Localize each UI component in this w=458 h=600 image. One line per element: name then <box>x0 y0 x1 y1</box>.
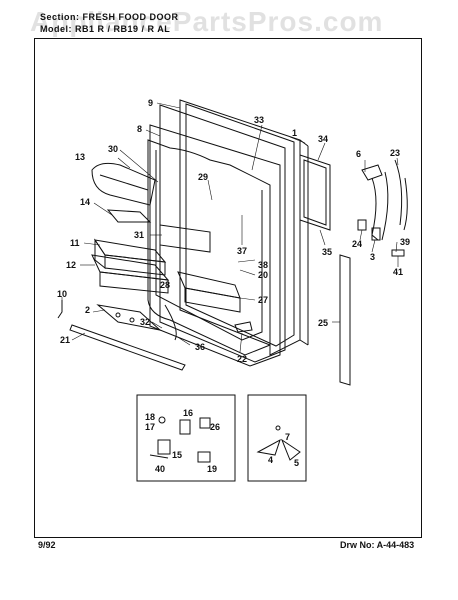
callout-23: 23 <box>390 148 400 158</box>
door-trim-strip <box>339 254 351 386</box>
callout-18: 18 <box>145 412 155 422</box>
callout-14: 14 <box>80 197 90 207</box>
callout-26: 26 <box>210 422 220 432</box>
callout-15: 15 <box>172 450 182 460</box>
bottom-trim-strip <box>69 324 186 371</box>
callout-10: 10 <box>57 289 67 299</box>
small-fasteners <box>57 300 253 341</box>
callout-11: 11 <box>70 238 80 248</box>
callout-labels: 1 2 3 4 5 6 7 8 9 10 11 12 13 14 15 16 1… <box>57 98 410 474</box>
callout-30: 30 <box>108 144 118 154</box>
callout-21: 21 <box>60 335 70 345</box>
callout-27: 27 <box>258 295 268 305</box>
callout-5: 5 <box>294 458 299 468</box>
model-value: RB1 R / RB19 / R AL <box>75 24 171 34</box>
callout-9: 9 <box>148 98 153 108</box>
callout-12: 12 <box>66 260 76 270</box>
callout-34: 34 <box>318 134 328 144</box>
leader-lines <box>61 102 399 353</box>
callout-13: 13 <box>75 152 85 162</box>
callout-29: 29 <box>198 172 208 182</box>
callout-19: 19 <box>207 464 217 474</box>
inset-box-left <box>136 394 236 482</box>
model-header: Model: RB1 R / RB19 / R AL <box>40 24 170 34</box>
callout-2: 2 <box>85 305 90 315</box>
callout-8: 8 <box>137 124 142 134</box>
callout-37: 37 <box>237 246 247 256</box>
callout-20: 20 <box>258 270 268 280</box>
callout-28: 28 <box>160 280 170 290</box>
callout-25: 25 <box>318 318 328 328</box>
model-label: Model: <box>40 24 72 34</box>
inner-door-liner <box>147 139 271 356</box>
callout-7: 7 <box>285 432 290 442</box>
callout-35: 35 <box>322 247 332 257</box>
section-header: Section: FRESH FOOD DOOR <box>40 12 179 22</box>
callout-17: 17 <box>145 422 155 432</box>
callout-31: 31 <box>134 230 144 240</box>
callout-32: 32 <box>140 317 150 327</box>
door-cam <box>96 304 162 331</box>
section-label: Section: <box>40 12 80 22</box>
callout-4: 4 <box>268 455 273 465</box>
door-bin-lower <box>91 254 170 294</box>
callout-40: 40 <box>155 464 165 474</box>
callout-41: 41 <box>393 267 403 277</box>
door-bin-upper <box>93 238 167 276</box>
butter-tray <box>106 209 152 223</box>
callout-33: 33 <box>254 115 264 125</box>
drawing-value: A-44-483 <box>376 540 415 550</box>
callout-38: 38 <box>258 260 268 270</box>
outer-door-panel <box>179 99 309 356</box>
panel-insert <box>299 154 331 231</box>
callout-22: 22 <box>237 354 247 364</box>
door-gasket <box>149 104 286 367</box>
dairy-compartment <box>91 162 156 206</box>
callout-16: 16 <box>183 408 193 418</box>
door-shelf <box>159 224 211 253</box>
callout-6: 6 <box>356 149 361 159</box>
callout-3: 3 <box>370 252 375 262</box>
callout-39: 39 <box>400 237 410 247</box>
callout-36: 36 <box>195 342 205 352</box>
callout-24: 24 <box>352 239 362 249</box>
revision-date: 9/92 <box>38 540 56 550</box>
drawing-number: Drw No: A-44-483 <box>340 540 414 550</box>
callout-1: 1 <box>292 128 297 138</box>
watermark: AppliancePartsPros.com <box>30 6 384 37</box>
diagram-frame <box>34 38 422 538</box>
section-value: FRESH FOOD DOOR <box>82 12 179 22</box>
drawing-label: Drw No: <box>340 540 375 550</box>
inset-box-right <box>247 394 307 482</box>
